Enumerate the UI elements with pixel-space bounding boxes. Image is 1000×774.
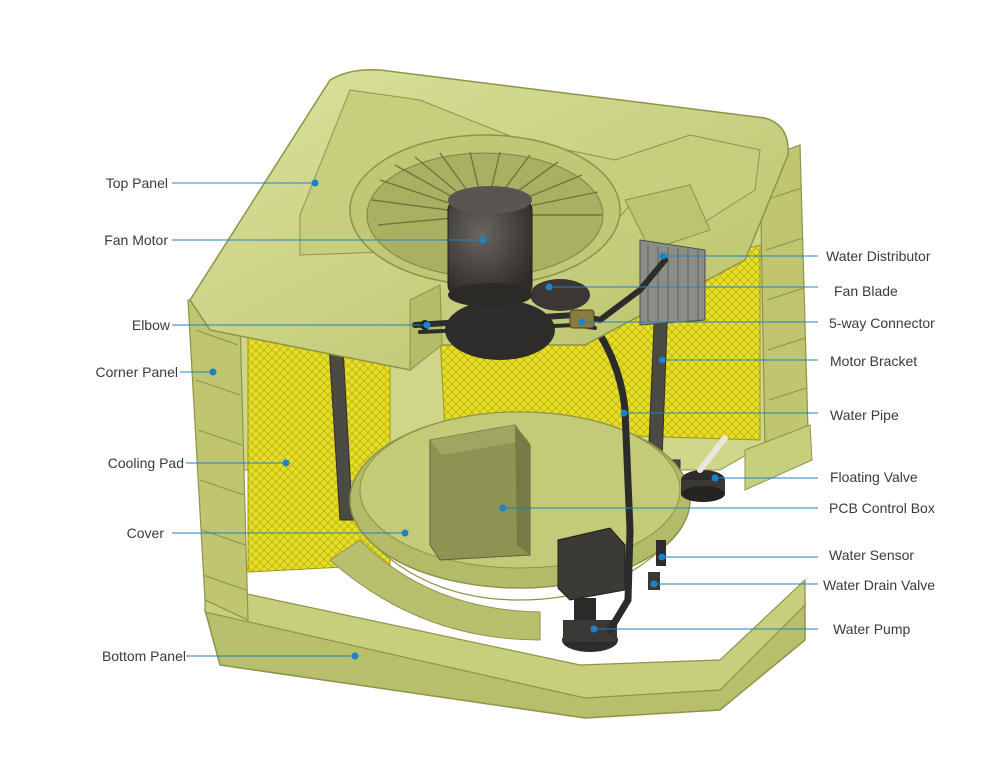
corner-panel-shape <box>187 299 249 621</box>
bottom-panel-shape <box>203 578 806 719</box>
fan-motor-shape <box>447 186 533 307</box>
leader-lines <box>172 179 818 660</box>
label-water-distributor: Water Distributor <box>826 248 931 264</box>
pcb-control-box-shape <box>429 424 531 561</box>
label-5-way-connector: 5-way Connector <box>829 315 935 331</box>
label-cover: Cover <box>126 525 164 541</box>
label-floating-valve: Floating Valve <box>830 469 918 485</box>
label-fan-motor: Fan Motor <box>104 232 168 248</box>
label-corner-panel: Corner Panel <box>95 364 179 380</box>
water-sensor-shape <box>656 540 666 566</box>
label-water-drain-valve: Water Drain Valve <box>823 577 936 593</box>
label-water-pipe: Water Pipe <box>830 407 899 423</box>
label-cooling-pad: Cooling Pad <box>107 455 184 471</box>
label-top-panel: Top Panel <box>105 175 168 191</box>
label-bottom-panel: Bottom Panel <box>101 648 186 664</box>
label-water-sensor: Water Sensor <box>829 547 915 563</box>
corner-panel-right-shape <box>744 144 813 491</box>
label-fan-blade: Fan Blade <box>834 283 898 299</box>
label-elbow: Elbow <box>131 317 170 333</box>
label-pcb-control-box: PCB Control Box <box>829 500 935 516</box>
label-motor-bracket: Motor Bracket <box>830 353 918 369</box>
water-pump-shape <box>557 527 626 652</box>
label-water-pump: Water Pump <box>833 621 911 637</box>
